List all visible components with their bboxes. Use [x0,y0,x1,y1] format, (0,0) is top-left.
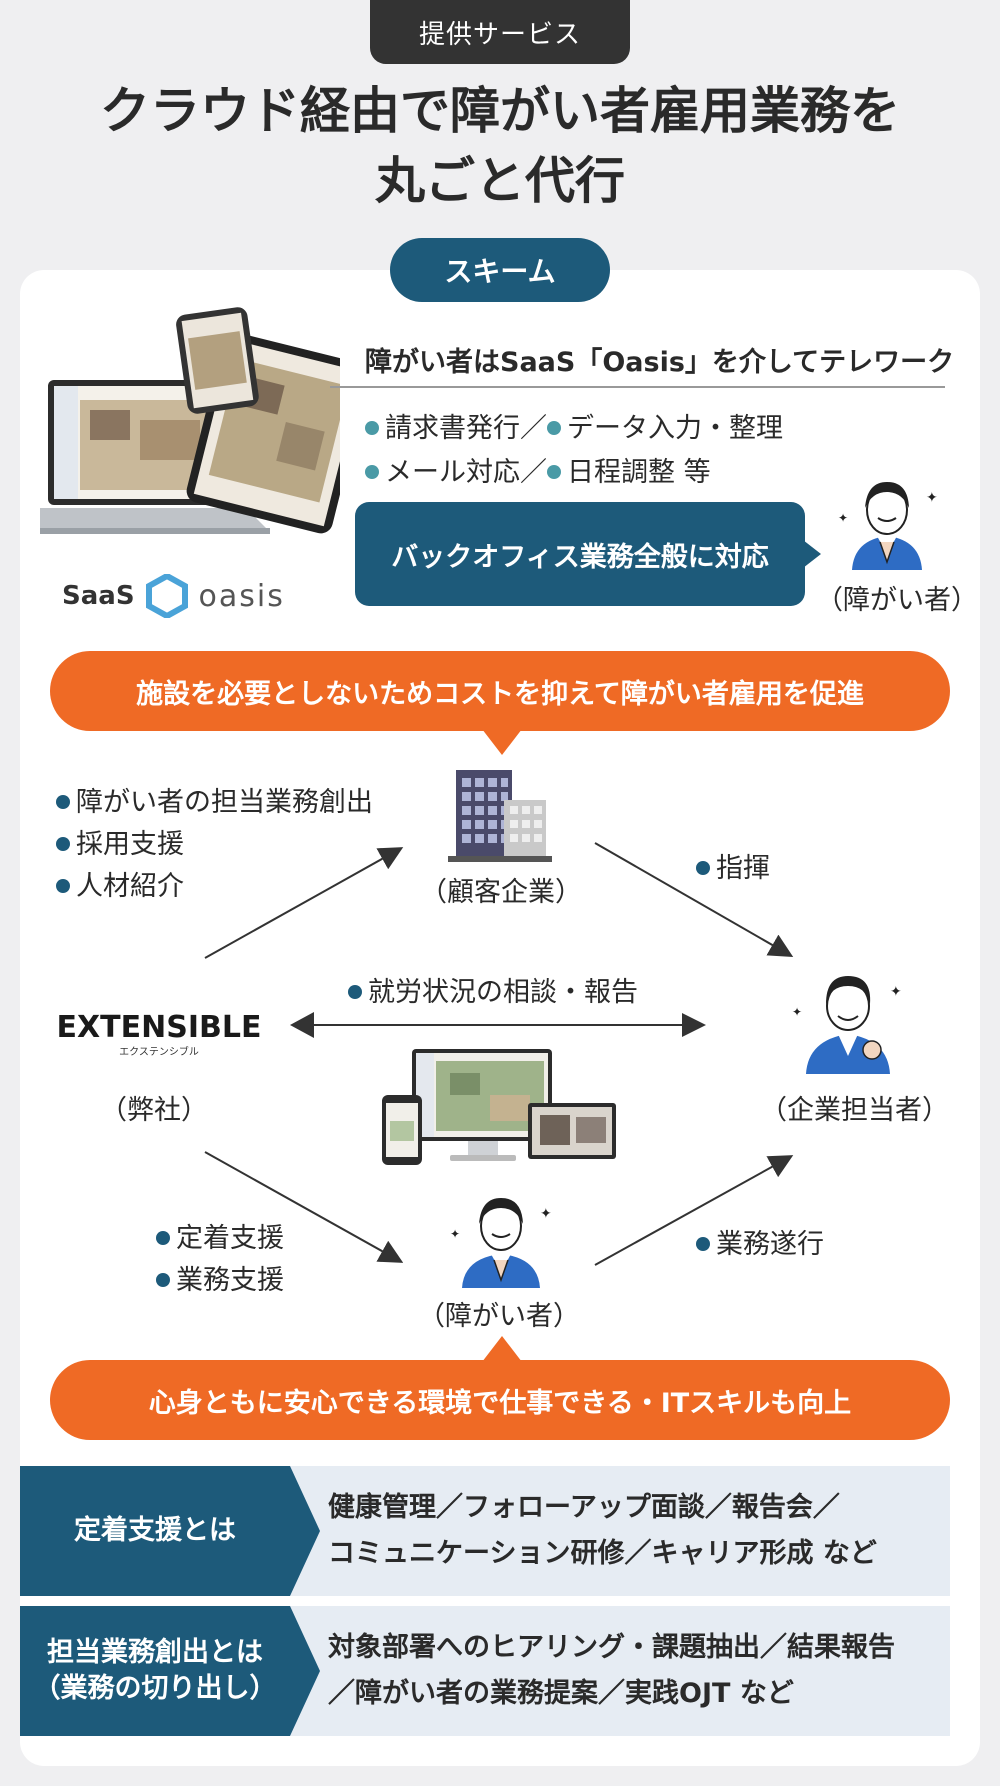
company-bullets: 障がい者の担当業務創出 採用支援 人材紹介 [56,782,373,908]
svg-text:✦: ✦ [890,984,902,1000]
devices-monitor-illustration [382,1049,616,1165]
svg-text:✦: ✦ [926,490,938,506]
oasis-label: oasis [198,578,285,614]
title-divider [330,386,945,388]
page-title-line-1: クラウド経由で障がい者雇用業務を [100,82,900,140]
retention-details-line-1: 健康管理／フォローアップ面談／報告会／ [328,1492,840,1523]
retention-support-row: 定着支援とは 健康管理／フォローアップ面談／報告会／ コミュニケーション研修／キ… [20,1466,950,1596]
command-label: 指揮 [696,846,770,885]
bullet-staffing: 人材紹介 [76,871,184,902]
saas-oasis-logo: SaaS oasis [62,574,285,618]
cost-banner: 施設を必要としないためコストを抑えて障がい者雇用を促進 [50,651,950,731]
retention-support-label: 定着支援とは [20,1466,320,1596]
support-bullets: 定着支援 業務支援 [156,1218,284,1302]
task-data-entry: データ入力・整理 [567,413,783,444]
job-creation-details-line-2: ／障がい者の業務提案／実践OJT など [328,1678,794,1709]
worker-figure-middle: ✦ ✦ [450,1198,552,1288]
oasis-devices-illustration [40,307,340,534]
bullet-icon [56,794,70,809]
job-creation-details: 対象部署へのヒアリング・課題抽出／結果報告 ／障がい者の業務提案／実践OJT な… [328,1606,895,1736]
bullet-icon [547,464,561,479]
arrow-us-to-client [204,847,404,959]
extensible-logo: EXTENSIBLE エクステンシブル [54,1010,264,1058]
bullet-icon [56,836,70,851]
work-exec-text: 業務遂行 [716,1229,824,1260]
retention-details-line-2: コミュニケーション研修／キャリア形成 など [328,1538,877,1569]
bullet-retention-support: 定着支援 [176,1223,284,1254]
bullet-icon [348,984,362,999]
bullet-icon [56,878,70,893]
service-tag: 提供サービス [370,0,630,64]
our-company-caption: （弊社） [100,1095,208,1126]
job-creation-label-line-1: 担当業務創出とは [47,1637,263,1668]
task-scheduling: 日程調整 等 [567,457,711,488]
relationship-arrows [204,842,794,1266]
task-invoice: 請求書発行／ [385,413,547,444]
task-email: メール対応／ [385,457,547,488]
consult-label: 就労状況の相談・報告 [348,970,638,1009]
bullet-icon [696,860,710,875]
task-line-1: 請求書発行／ データ入力・整理 [365,406,783,445]
backoffice-box: バックオフィス業務全般に対応 [355,502,805,606]
consult-text: 就労状況の相談・報告 [368,977,638,1008]
wellbeing-banner: 心身ともに安心できる環境で仕事できる・ITスキルも向上 [50,1360,950,1440]
building-icon [448,770,552,862]
svg-text:✦: ✦ [838,511,848,525]
bullet-work-support: 業務支援 [176,1265,284,1296]
task-line-2: メール対応／ 日程調整 等 [365,450,711,489]
bullet-job-creation: 障がい者の担当業務創出 [76,787,373,818]
bullet-icon [156,1272,170,1287]
extensible-logo-text: EXTENSIBLE [56,1010,262,1045]
scheme-label: スキーム [390,238,610,302]
oasis-hexagon-icon [145,574,188,618]
bullet-recruit-support: 採用支援 [76,829,184,860]
svg-text:✦: ✦ [792,1005,802,1019]
bullet-icon [547,420,561,435]
work-exec-label: 業務遂行 [696,1222,824,1261]
worker-figure-top: ✦ ✦ [838,482,938,570]
cost-banner-pointer [482,729,522,755]
page-title: クラウド経由で障がい者雇用業務を 丸ごと代行 [0,76,1000,216]
bullet-icon [156,1230,170,1245]
job-creation-details-line-1: 対象部署へのヒアリング・課題抽出／結果報告 [328,1632,895,1663]
manager-figure: ✦ ✦ [792,976,902,1074]
page-title-line-2: 丸ごと代行 [375,152,625,210]
telework-title: 障がい者はSaaS「Oasis」を介してテレワーク [365,347,955,378]
arrow-us-to-worker [204,1151,404,1263]
retention-support-label-text: 定着支援とは [74,1515,236,1546]
job-creation-label-line-2: （業務の切り出し） [33,1673,277,1704]
extensible-logo-kana: エクステンシブル [119,1047,199,1058]
worker-caption-top: （障がい者） [816,585,978,616]
svg-text:✦: ✦ [450,1227,460,1241]
arrow-client-to-manager [594,842,794,957]
saas-label: SaaS [62,581,135,611]
job-creation-row: 担当業務創出とは （業務の切り出し） 対象部署へのヒアリング・課題抽出／結果報告… [20,1606,950,1736]
svg-text:✦: ✦ [540,1206,552,1222]
manager-caption: （企業担当者） [760,1095,949,1126]
client-caption: （顧客企業） [420,877,582,908]
arrow-worker-to-manager [594,1155,794,1266]
command-text: 指揮 [716,853,770,884]
retention-support-details: 健康管理／フォローアップ面談／報告会／ コミュニケーション研修／キャリア形成 な… [328,1466,877,1596]
wellbeing-banner-pointer [482,1336,522,1362]
bullet-icon [696,1236,710,1251]
job-creation-label: 担当業務創出とは （業務の切り出し） [20,1606,320,1736]
backoffice-pointer [803,540,821,568]
bullet-icon [365,420,379,435]
bullet-icon [365,464,379,479]
worker-caption: （障がい者） [418,1301,580,1332]
